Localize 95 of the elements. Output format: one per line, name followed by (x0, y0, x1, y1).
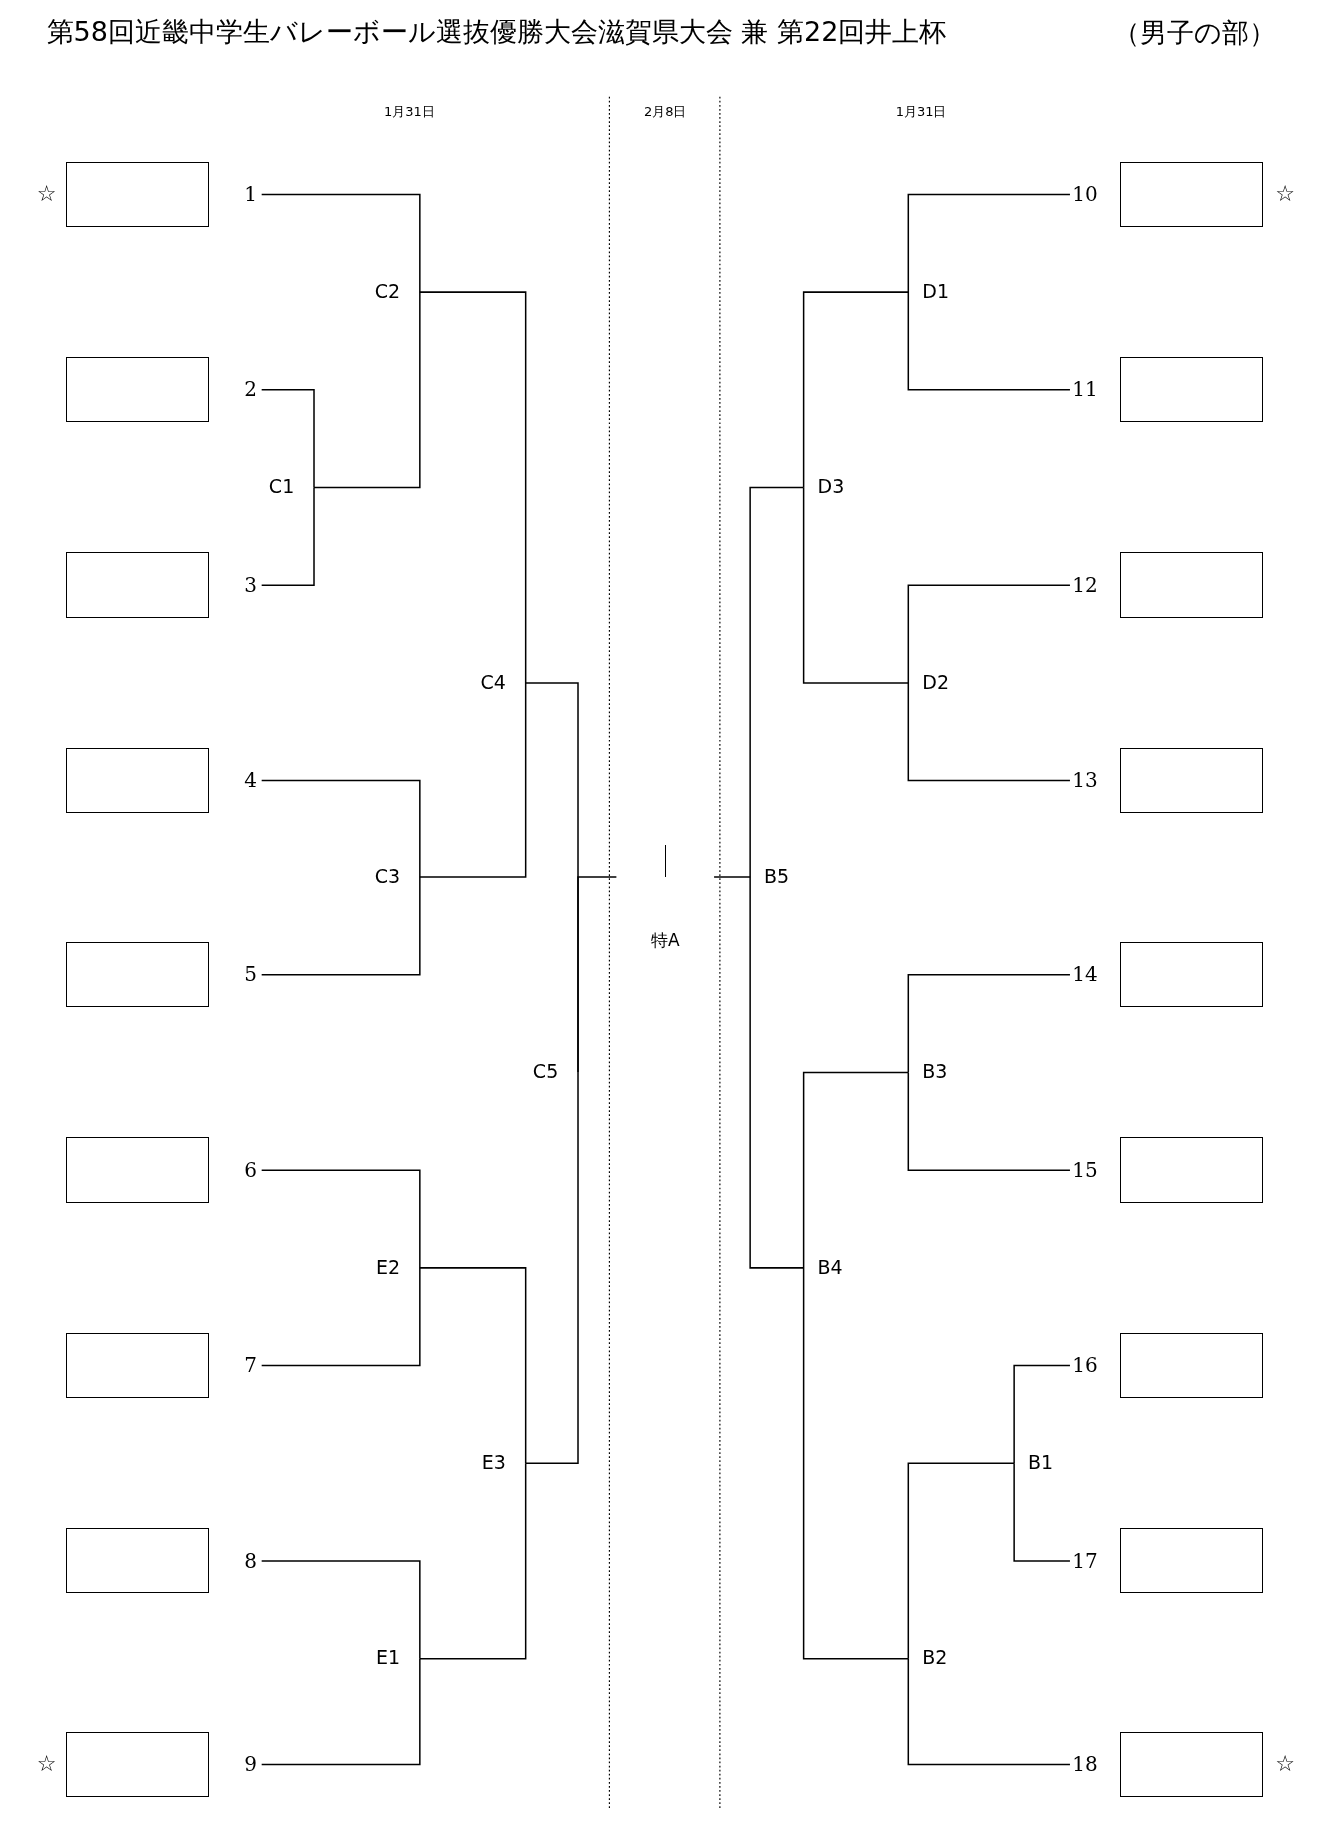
bracket-line (260, 1169, 421, 1269)
bracket-line (313, 291, 421, 489)
bracket-line (524, 1071, 579, 1464)
bracket-line (907, 584, 1071, 684)
bracket-line (907, 1462, 1015, 1660)
match-label: D1 (908, 277, 967, 306)
bracket-line (260, 1560, 421, 1660)
match-label: B5 (750, 862, 809, 891)
match-label: D2 (908, 668, 967, 697)
match-label: D3 (803, 473, 862, 502)
team-box (1119, 1137, 1263, 1203)
bracket-line (907, 291, 1071, 391)
seed-number: 9 (226, 1749, 262, 1780)
bracket-line (260, 779, 421, 878)
seed-number: 10 (1069, 179, 1105, 210)
bracket-line (260, 1267, 421, 1367)
bracket-line (802, 486, 910, 684)
bracket-line (802, 1071, 910, 1269)
bracket-line (260, 1657, 421, 1766)
bracket-line (749, 876, 805, 1269)
title: 第58回近畿中学生バレーボール選抜優勝大会滋賀県大会 兼 第22回井上杯 (46, 14, 947, 49)
match-label: C5 (519, 1058, 578, 1087)
bracket-line (260, 389, 315, 489)
bracket-line (713, 876, 751, 878)
seed-number: 12 (1069, 569, 1105, 601)
team-box (66, 552, 210, 618)
team-box (66, 1332, 210, 1398)
star-mark: ☆ (1275, 1749, 1295, 1778)
match-label: E3 (467, 1449, 526, 1477)
seed-number: 13 (1069, 765, 1105, 796)
date-label: 1月31日 (383, 104, 435, 122)
team-box (1119, 552, 1263, 618)
seed-number: 8 (226, 1545, 262, 1576)
match-label: C2 (361, 277, 420, 306)
match-label: E2 (361, 1253, 420, 1282)
bracket-line (802, 291, 910, 489)
date-label: 1月31日 (895, 104, 947, 122)
team-box (1119, 1332, 1263, 1398)
bracket-line (907, 193, 1071, 293)
match-label: C3 (361, 862, 420, 891)
team-box (66, 1137, 210, 1203)
team-box (1119, 161, 1263, 227)
bracket-line (749, 486, 805, 878)
team-box (66, 161, 210, 227)
bracket-line (419, 682, 527, 878)
bracket-line (1013, 1462, 1071, 1562)
team-box (1119, 1731, 1263, 1797)
seed-number: 16 (1069, 1350, 1105, 1381)
star-mark: ☆ (36, 179, 57, 208)
seed-number: 6 (226, 1154, 262, 1186)
bracket-line (577, 876, 618, 1074)
team-box (66, 1731, 210, 1797)
team-box (1119, 747, 1263, 813)
date-label: 2月8日 (643, 104, 687, 122)
seed-number: 15 (1069, 1154, 1105, 1186)
bracket-line (1013, 1364, 1071, 1464)
star-mark: ☆ (1275, 179, 1295, 208)
seed-number: 3 (226, 569, 262, 601)
team-box (66, 747, 210, 813)
seed-number: 14 (1069, 959, 1105, 990)
bracket-line (260, 486, 315, 586)
match-label: B2 (908, 1644, 967, 1673)
seed-number: 11 (1069, 374, 1105, 405)
seed-number: 18 (1069, 1749, 1105, 1780)
team-box (1119, 1528, 1263, 1594)
match-label: B3 (908, 1058, 967, 1087)
bracket-line (419, 291, 527, 684)
seed-number: 17 (1069, 1545, 1105, 1576)
bracket-line (907, 1071, 1071, 1171)
seed-number: 1 (226, 179, 262, 210)
match-label: 特A (649, 929, 681, 953)
team-box (1119, 942, 1263, 1008)
division-label: （男子の部） (1113, 16, 1276, 50)
team-box (66, 357, 210, 423)
bracket-line (260, 193, 421, 293)
bracket-line (260, 876, 421, 976)
team-box (66, 942, 210, 1008)
seed-number: 4 (226, 765, 262, 796)
seed-number: 5 (226, 959, 262, 990)
bracket-line (907, 1657, 1071, 1766)
star-mark: ☆ (36, 1749, 57, 1778)
bracket-line (419, 1267, 527, 1464)
team-box (1119, 357, 1263, 423)
seed-number: 7 (226, 1350, 262, 1381)
bracket-line (907, 974, 1071, 1074)
seed-number: 2 (226, 374, 262, 405)
bracket-line (419, 1462, 527, 1660)
match-label: E1 (361, 1644, 420, 1673)
bracket-line (907, 682, 1071, 782)
bracket-line (802, 1267, 910, 1660)
match-label: B4 (803, 1253, 862, 1282)
team-box (66, 1528, 210, 1594)
match-label: C4 (467, 668, 526, 697)
match-label: B1 (1014, 1449, 1073, 1477)
match-label: C1 (255, 473, 314, 502)
